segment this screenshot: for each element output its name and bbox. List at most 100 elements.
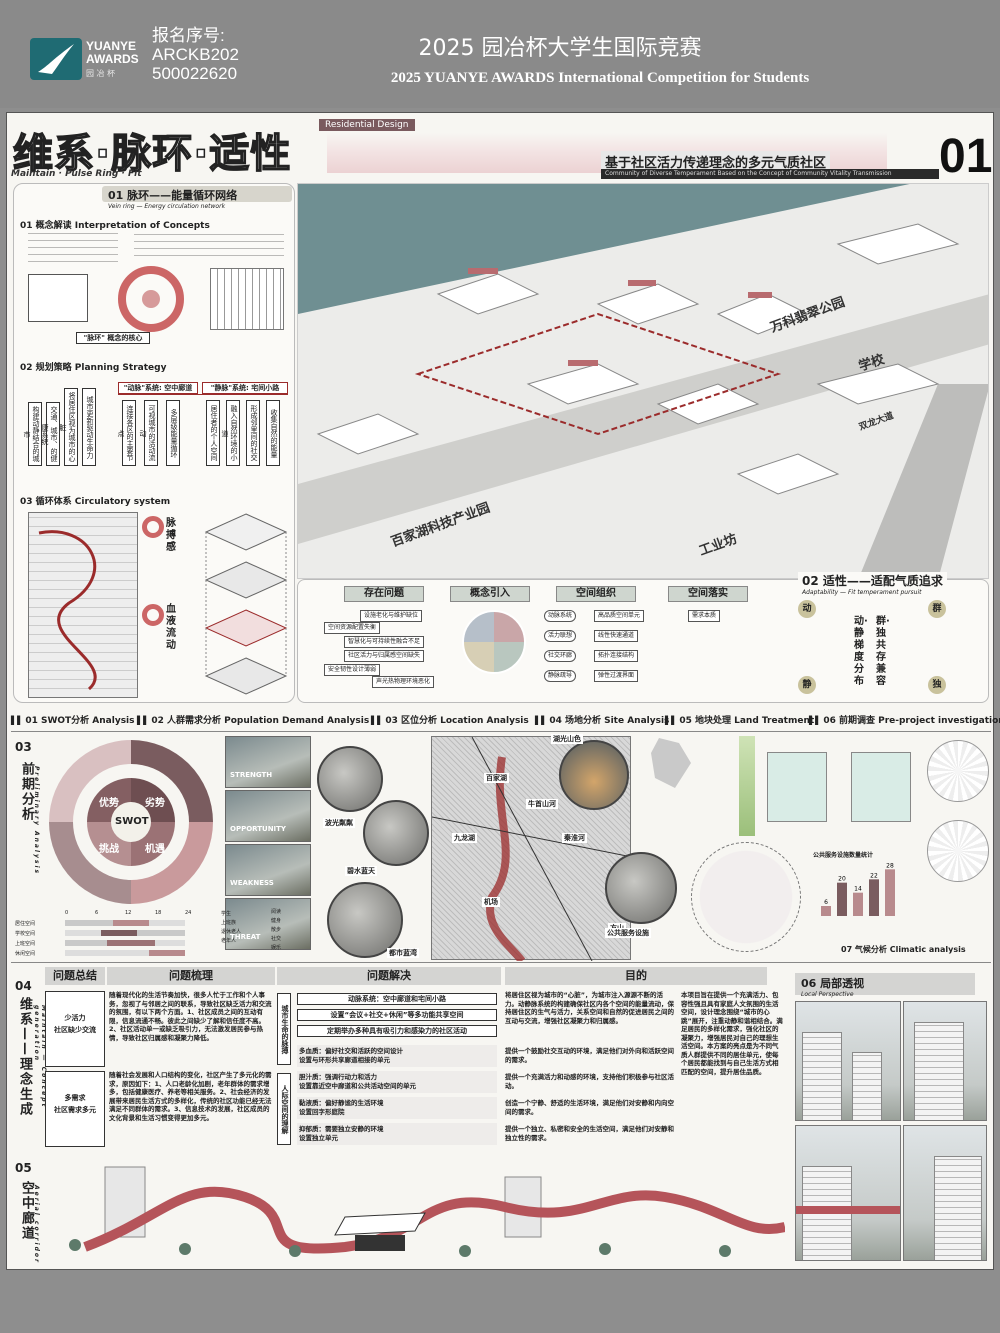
demand-axis-12: 12	[125, 910, 132, 916]
result-3: 拓扑连接结构	[594, 650, 639, 662]
swot-weakness: 劣势	[145, 798, 165, 809]
dong-badge: 动	[798, 600, 816, 618]
flow-head-organization: 空间组织	[556, 586, 636, 602]
vein-system-label: "静脉"系统: 宅间小路	[202, 382, 288, 394]
result-1: 高品质空间单元	[594, 610, 645, 622]
strategy-left-4: 城市更新驱动生命力	[82, 388, 96, 466]
strategy-right-1: 居住者的个人空间	[206, 400, 220, 466]
section-06-title: 06 局部透视 Local Perspective	[795, 973, 975, 998]
place-label-2: 碧水蓝天	[345, 866, 377, 876]
competition-header: YUANYE AWARDS 园 冶 杯 报名序号: ARCKB202 50002…	[0, 0, 1000, 108]
col-head-solve: 问题解决	[277, 967, 501, 985]
result-2: 线性快速通道	[594, 630, 639, 642]
competition-title-cn: 2025 园冶杯大学生国际竞赛	[418, 36, 702, 61]
section-06-num: 06	[801, 977, 817, 990]
footer-band	[0, 1270, 1000, 1333]
photo-weakness: WEAKNESS	[225, 844, 311, 896]
strategy-left-3: 将居住区视为城市的心脏	[59, 388, 78, 466]
place-label-5: 公共服务设施	[605, 928, 651, 938]
site-aerial-map: 万科翡翠公园 学校 百家湖科技产业园 工业坊 双龙大道	[297, 183, 989, 579]
land-treatment-plot-2	[851, 752, 911, 822]
swot-threat: 挑战	[99, 844, 119, 855]
photo-ferris-wheel	[317, 746, 383, 812]
section-04-vtitle: 维系——理念生成	[17, 997, 32, 1117]
section-03-preliminary: 03 前期分析 Preliminary Analysis SWOT 优势 劣势 …	[11, 731, 991, 963]
swot-strength: 优势	[99, 798, 119, 809]
climate-rose-2	[927, 820, 989, 882]
facility-bar-1	[821, 906, 831, 916]
solve-7: 抑郁质：需要独立安静的环境 设置独立单元	[297, 1123, 497, 1145]
map-loc-1: 百家湖	[484, 773, 509, 783]
facility-bar-label-5: 28	[886, 862, 894, 869]
tab-land: 05 地块处理 Land Treatment	[665, 713, 814, 726]
issue-text-2: 随着社会发展和人口结构的变化，社区产生了多元化的需求，原因如下：1、人口老龄化加…	[109, 1071, 272, 1122]
pulse-icon	[142, 516, 164, 538]
photo-opportunity: OPPORTUNITY	[225, 790, 311, 842]
demand-bar-3	[65, 940, 185, 946]
registration-block: 报名序号: ARCKB202 500022620	[152, 26, 239, 83]
section-01-title-en: Vein ring — Energy circulation network	[108, 203, 226, 210]
province-outline-icon	[651, 738, 691, 788]
perspective-1	[795, 1001, 901, 1121]
site-analysis-diagram	[691, 842, 801, 952]
issue-diverse-needs: 多需求 社区需求多元	[45, 1071, 105, 1147]
map-loc-3: 九龙湖	[452, 833, 477, 843]
photo-lake-view	[363, 800, 429, 866]
blood-flow-label: 血液流动	[166, 604, 176, 651]
issue-text-1: 随着现代化的生活节奏加快，很多人忙于工作和个人事务，忽视了与邻居之间的联系，导致…	[109, 991, 272, 1042]
demand-bar-1	[65, 920, 185, 926]
section-05-vtitle-en: Aerial corridor	[33, 1185, 40, 1264]
analysis-tab-bar: 01 SWOT分析 Analysis 02 人群需求分析 Population …	[7, 713, 1000, 729]
demand-cat-3: 退休老人	[221, 929, 242, 935]
demand-axis-18: 18	[155, 910, 162, 916]
section-06-perspective: 06 局部透视 Local Perspective	[791, 973, 991, 1265]
goal-2: 提供一个鼓励社交互动的环境，满足他们对外向和活跃空间的需求。	[505, 1047, 674, 1064]
demand-cat-2: 上班族	[221, 920, 237, 926]
climate-rose-1	[927, 740, 989, 802]
residential-heart-diagram	[28, 274, 88, 322]
solve-4: 多血质：偏好社交和活跃的空间设计 设置与环形共享廊道相接的单元	[297, 1045, 497, 1067]
section-04-vtitle-en: Maintain — Concept generation	[33, 1005, 47, 1109]
swot-label: SWOT	[115, 816, 149, 827]
dong-jing-label: 动·静梯度分布	[854, 616, 868, 687]
demand-acts: 阅读 健身 散步 社交 娱乐	[271, 908, 311, 953]
flow-head-concept: 概念引入	[450, 586, 530, 602]
solve-1: 动脉系统：空中廊道和宅间小路	[297, 993, 497, 1005]
section-01-num: 01	[108, 189, 124, 202]
goal-5: 提供一个独立、私密和安全的生活空间，满足他们对安静和独立性的需求。	[505, 1125, 674, 1142]
issue-low-vitality: 少活力 社区缺少交流	[45, 991, 105, 1067]
design-poster: 维系·脉环·适性 Maintain · Pulse Ring · Fit Res…	[6, 112, 1000, 1270]
tab-investigation: 06 前期调查 Pre-project investigation	[809, 713, 1000, 726]
climatic-label: 07 气候分析 Climatic analysis	[841, 944, 966, 955]
site-plan-thumbnail	[28, 512, 138, 698]
map-loc-2: 牛首山河	[526, 799, 558, 809]
col-head-sort: 问题梳理	[107, 967, 275, 985]
competition-title-en: 2025 YUANYE AWARDS International Competi…	[390, 70, 810, 86]
demand-row-3: 上班空间	[15, 941, 36, 947]
residential-tag: Residential Design	[319, 119, 415, 131]
demand-axis-0: 0	[65, 910, 69, 916]
concept-wheel-diagram	[462, 610, 526, 674]
registration-code-1: ARCKB202	[152, 45, 239, 64]
space-vein: 静脉疏导	[544, 670, 577, 682]
space-social-ring: 社交环廊	[544, 650, 577, 662]
solve-3: 定期举办多种具有吸引力和感染力的社区活动	[297, 1025, 497, 1037]
demand-bar-2	[65, 930, 185, 936]
yuanye-logo-icon	[30, 38, 82, 80]
logo-brand: YUANYE AWARDS	[86, 39, 139, 66]
jing-badge: 静	[798, 676, 816, 694]
circulatory-system-head: 03 循环体系 Circulatory system	[20, 497, 171, 507]
place-label-1: 波光粼粼	[323, 818, 355, 828]
space-vitality: 活力联想	[544, 630, 577, 642]
strategy-mid-1: 连接各区的主要节点	[117, 400, 136, 466]
perspective-3	[795, 1125, 901, 1261]
section-06-title-text: 局部透视	[820, 977, 865, 990]
section-05-corridor: 05 空中廊道 Aerial corridor	[11, 1157, 791, 1267]
subtitle-en: Community of Diverse Temperament Based o…	[601, 169, 939, 179]
demand-chart: 0 6 12 18 24 居住空间 学校空间 上班空间 休闲空间	[15, 910, 215, 962]
tab-swot: 01 SWOT分析 Analysis	[11, 713, 134, 726]
place-label-4: 湖光山色	[551, 734, 583, 744]
goal-3: 提供一个充满活力和动感的环境，支持他们积极参与社区活动。	[505, 1073, 674, 1090]
corridor-illustration	[69, 1166, 785, 1257]
demand-bar-4	[65, 950, 185, 956]
